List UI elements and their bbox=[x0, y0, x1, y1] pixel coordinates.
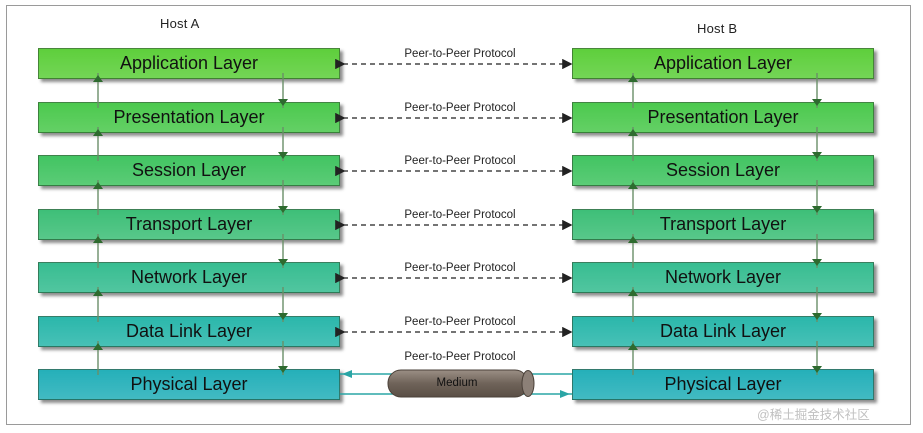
down-arrow-icon bbox=[812, 152, 822, 159]
host-a-presentation-layer: Presentation Layer bbox=[38, 102, 340, 133]
up-arrow-icon bbox=[93, 182, 103, 189]
host-a-session-layer: Session Layer bbox=[38, 155, 340, 186]
down-arrow-icon bbox=[812, 99, 822, 106]
host-a-title: Host A bbox=[160, 16, 200, 31]
arrow-layer bbox=[93, 58, 822, 375]
up-arrow-icon bbox=[93, 236, 103, 243]
host-b-data-link-layer: Data Link Layer bbox=[572, 316, 874, 347]
down-arrow-icon bbox=[812, 313, 822, 320]
medium-left-arrowhead bbox=[342, 370, 352, 378]
host-a-network-layer: Network Layer bbox=[38, 262, 340, 293]
medium-label: Medium bbox=[436, 377, 478, 389]
host-b-session-layer: Session Layer bbox=[572, 155, 874, 186]
up-arrow-icon bbox=[93, 75, 103, 82]
up-arrow-icon bbox=[628, 236, 638, 243]
protocol-label: Peer-to-Peer Protocol bbox=[404, 155, 516, 167]
host-b-network-layer: Network Layer bbox=[572, 262, 874, 293]
up-arrow-icon bbox=[628, 182, 638, 189]
up-arrow-icon bbox=[628, 129, 638, 136]
down-arrow-icon bbox=[278, 152, 288, 159]
down-arrow-icon bbox=[812, 259, 822, 266]
up-arrow-icon bbox=[628, 289, 638, 296]
medium-cable bbox=[340, 369, 572, 398]
protocol-label: Peer-to-Peer Protocol bbox=[404, 351, 516, 363]
protocol-label: Peer-to-Peer Protocol bbox=[404, 316, 516, 328]
medium-right-arrowhead bbox=[560, 390, 570, 398]
host-b-presentation-layer: Presentation Layer bbox=[572, 102, 874, 133]
up-arrow-icon bbox=[628, 75, 638, 82]
host-b-title: Host B bbox=[697, 21, 738, 36]
host-b-physical-layer: Physical Layer bbox=[572, 369, 874, 400]
protocol-label: Peer-to-Peer Protocol bbox=[404, 48, 516, 60]
host-a-physical-layer: Physical Layer bbox=[38, 369, 340, 400]
down-arrow-icon bbox=[278, 206, 288, 213]
medium-cylinder-end bbox=[521, 370, 535, 397]
host-a-data-link-layer: Data Link Layer bbox=[38, 316, 340, 347]
down-arrow-icon bbox=[812, 206, 822, 213]
down-arrow-icon bbox=[278, 259, 288, 266]
host-b-application-layer: Application Layer bbox=[572, 48, 874, 79]
host-b-transport-layer: Transport Layer bbox=[572, 209, 874, 240]
down-arrow-icon bbox=[278, 99, 288, 106]
watermark: @稀土掘金技术社区 bbox=[757, 408, 870, 422]
down-arrow-icon bbox=[278, 366, 288, 373]
down-arrow-icon bbox=[812, 366, 822, 373]
host-a-transport-layer: Transport Layer bbox=[38, 209, 340, 240]
up-arrow-icon bbox=[628, 343, 638, 350]
protocol-label: Peer-to-Peer Protocol bbox=[404, 209, 516, 221]
up-arrow-icon bbox=[93, 343, 103, 350]
up-arrow-icon bbox=[93, 129, 103, 136]
protocol-label: Peer-to-Peer Protocol bbox=[404, 102, 516, 114]
up-arrow-icon bbox=[93, 289, 103, 296]
protocol-label: Peer-to-Peer Protocol bbox=[404, 262, 516, 274]
down-arrow-icon bbox=[278, 313, 288, 320]
